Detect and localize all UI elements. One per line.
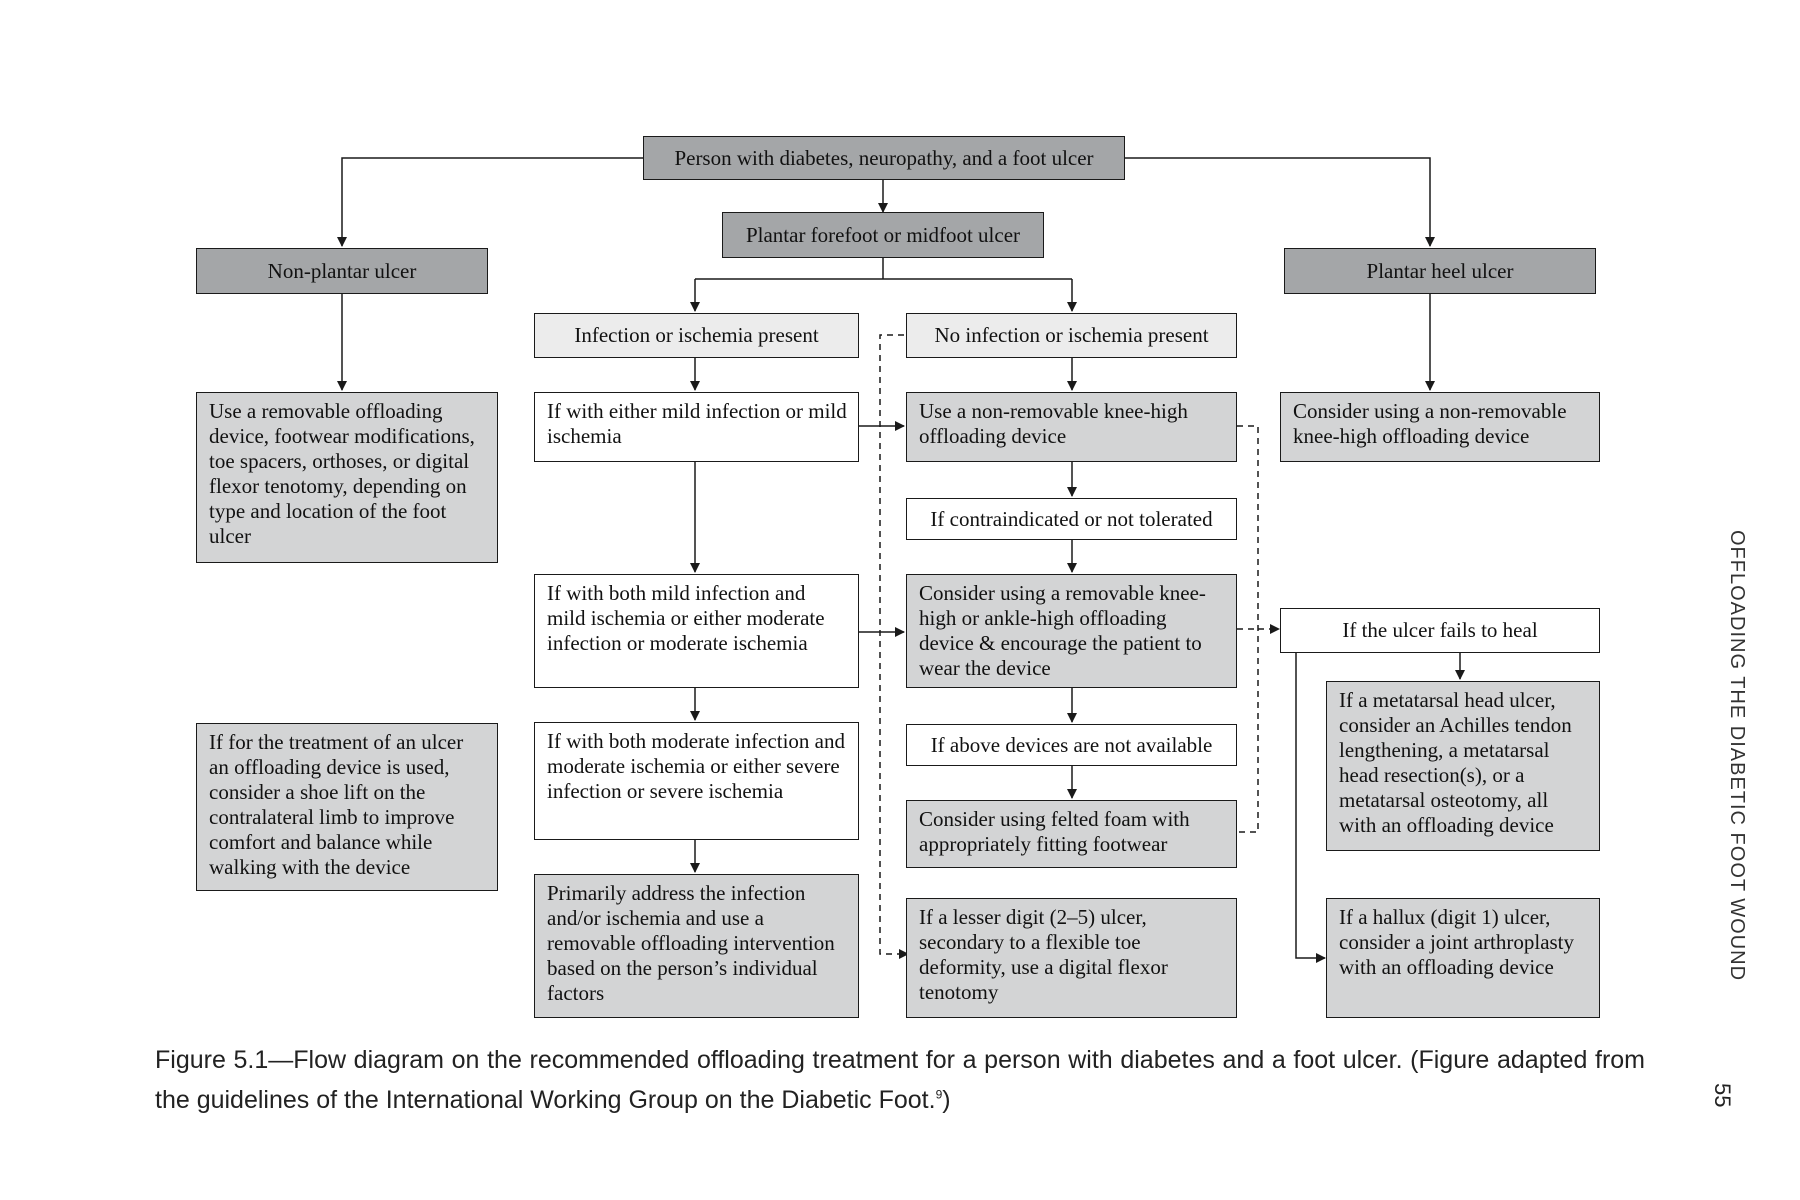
dashed-to-lesser-digit bbox=[879, 334, 904, 955]
both-mild-node: If with both mild infection and mild isc… bbox=[534, 574, 859, 688]
removable-device-node: Consider using a removable knee-high or … bbox=[906, 574, 1237, 688]
primary-address-node: Primarily address the infection and/or i… bbox=[534, 874, 859, 1018]
both-moderate-node: If with both moderate infection and mode… bbox=[534, 722, 859, 840]
page-number: 55 bbox=[1710, 1083, 1735, 1108]
caption-close: ) bbox=[942, 1086, 951, 1114]
arrow-root-to-non-plantar bbox=[337, 157, 643, 247]
plantar-heel-node: Plantar heel ulcer bbox=[1284, 248, 1596, 294]
arrow-fails-to-hallux bbox=[1295, 653, 1326, 963]
non-plantar-node: Non-plantar ulcer bbox=[196, 248, 488, 294]
felted-foam-node: Consider using felted foam with appropri… bbox=[906, 800, 1237, 868]
infection-present-node: Infection or ischemia present bbox=[534, 313, 859, 358]
non-plantar-advice: Use a removable offloading device, footw… bbox=[196, 392, 498, 563]
mild-infection-node: If with either mild infection or mild is… bbox=[534, 392, 859, 462]
lesser-digit-node: If a lesser digit (2–5) ulcer, secondary… bbox=[906, 898, 1237, 1018]
fails-to-heal-node: If the ulcer fails to heal bbox=[1280, 608, 1600, 653]
caption-text: Figure 5.1—Flow diagram on the recommend… bbox=[155, 1046, 1645, 1114]
shoe-lift-node: If for the treatment of an ulcer an offl… bbox=[196, 723, 498, 891]
plantar-forefoot-node: Plantar forefoot or midfoot ulcer bbox=[722, 212, 1044, 258]
contraindicated-node: If contraindicated or not tolerated bbox=[906, 498, 1237, 540]
not-available-node: If above devices are not available bbox=[906, 724, 1237, 766]
arrow-root-to-heel bbox=[1125, 157, 1435, 247]
heel-advice-node: Consider using a non-removable knee-high… bbox=[1280, 392, 1600, 462]
metatarsal-node: If a metatarsal head ulcer, consider an … bbox=[1326, 681, 1600, 851]
caption-reference: 9 bbox=[935, 1087, 943, 1102]
hallux-node: If a hallux (digit 1) ulcer, consider a … bbox=[1326, 898, 1600, 1018]
figure-caption: Figure 5.1—Flow diagram on the recommend… bbox=[155, 1040, 1645, 1120]
no-infection-node: No infection or ischemia present bbox=[906, 313, 1237, 358]
non-removable-node: Use a non-removable knee-high offloading… bbox=[906, 392, 1237, 462]
root-node: Person with diabetes, neuropathy, and a … bbox=[643, 136, 1125, 180]
running-header: OFFLOADING THE DIABETIC FOOT WOUND bbox=[1726, 530, 1748, 982]
